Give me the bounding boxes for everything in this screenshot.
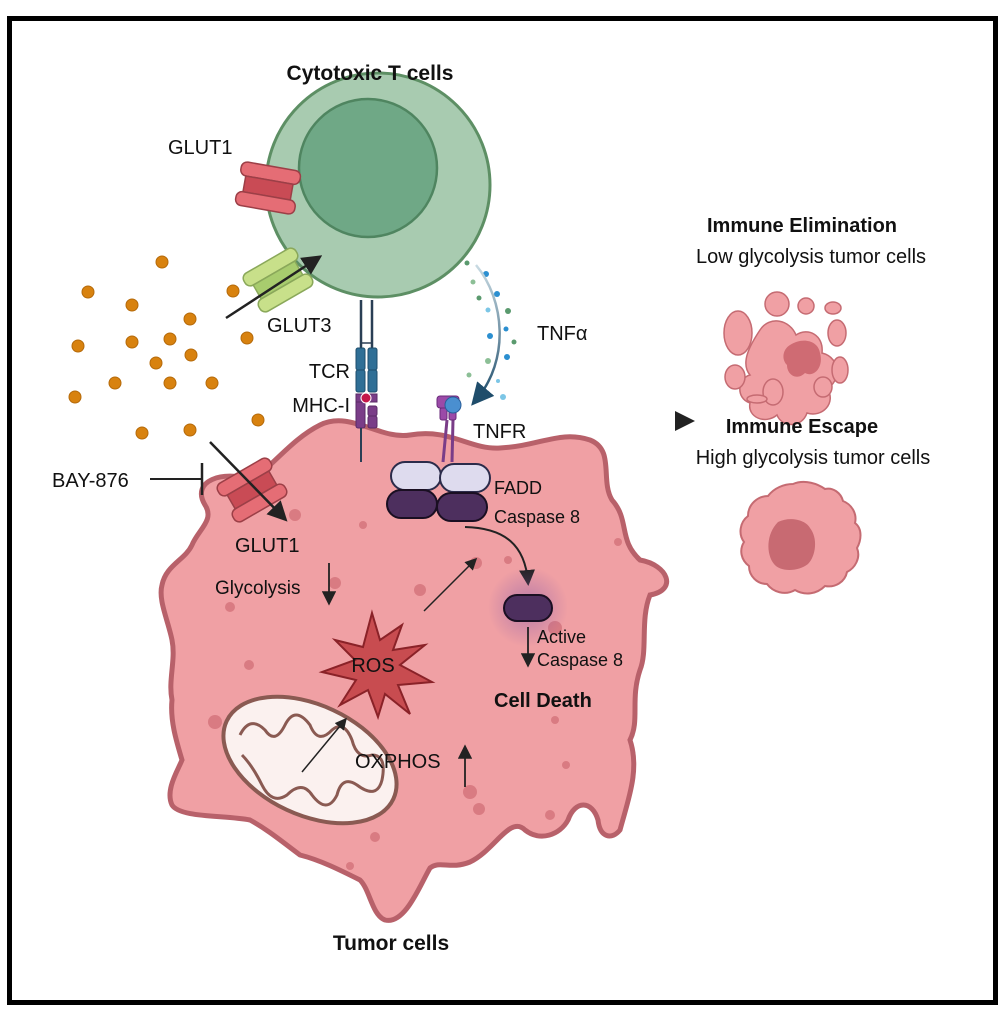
oxphos-label: OXPHOS: [355, 751, 441, 773]
fadd-complex: [386, 461, 491, 522]
mhc-i-label: MHC-I: [292, 395, 350, 417]
tnfr-label: TNFR: [473, 421, 526, 443]
glut3-tcell-label: GLUT3: [267, 315, 331, 337]
active-caspase-label-2: Caspase 8: [537, 650, 623, 670]
antigen-peptide-icon: [360, 392, 372, 404]
mito-to-ros-arrow: [301, 717, 347, 773]
ros-icon: [318, 609, 436, 721]
fadd-right: [439, 463, 491, 493]
glut1-tcell-label: GLUT1: [168, 137, 232, 159]
glucose-uptake-tumor-arrow: [209, 441, 288, 522]
tcr-icon: [355, 347, 378, 393]
active-caspase-label-1: Active: [537, 627, 586, 647]
bay-876-label: BAY-876: [52, 470, 129, 492]
glucose-particles: [68, 255, 265, 440]
tcr-label: TCR: [309, 361, 350, 383]
glucose-uptake-tcell-arrow: [225, 255, 323, 320]
outcome-title-escape: Immune Escape: [726, 416, 878, 438]
caspase8-label: Caspase 8: [494, 507, 580, 527]
ros-label: ROS: [351, 655, 394, 677]
ros-to-caspase-arrow: [423, 557, 478, 612]
figure-border: [7, 16, 998, 1005]
outcome-subtitle-escape: High glycolysis tumor cells: [696, 447, 931, 469]
tnf-alpha-particles: [464, 260, 517, 400]
t-cell-label: Cytotoxic T cells: [287, 62, 454, 85]
glut3-tcell-icon: [242, 247, 314, 313]
fadd-label: FADD: [494, 478, 542, 498]
active-caspase8-icon: [503, 594, 553, 622]
t-cell-nucleus: [297, 97, 439, 239]
cell-death-label: Cell Death: [494, 690, 592, 712]
caspase8-right: [436, 492, 488, 522]
fadd-left: [390, 461, 442, 491]
tcr-mhc-complex: [355, 300, 378, 462]
outcome-subtitle-elimination: Low glycolysis tumor cells: [696, 246, 926, 268]
tnfr-icon: [436, 395, 462, 463]
caspase8-left: [386, 489, 438, 519]
t-cell: [264, 71, 492, 299]
tumor-cell-label: Tumor cells: [333, 932, 449, 955]
tnf-alpha-arrow: [471, 264, 501, 406]
tnf-alpha-label: TNFα: [537, 323, 587, 345]
mitochondrion-icon: [221, 694, 399, 826]
outcome-title-elimination: Immune Elimination: [707, 215, 897, 237]
glut1-tumor-label: GLUT1: [235, 535, 299, 557]
glut1-tcell-icon: [234, 161, 302, 215]
intact-tumor-cell-icon: [739, 480, 862, 595]
fragmented-nucleus: [783, 340, 821, 377]
glycolysis-label: Glycolysis: [215, 578, 301, 599]
